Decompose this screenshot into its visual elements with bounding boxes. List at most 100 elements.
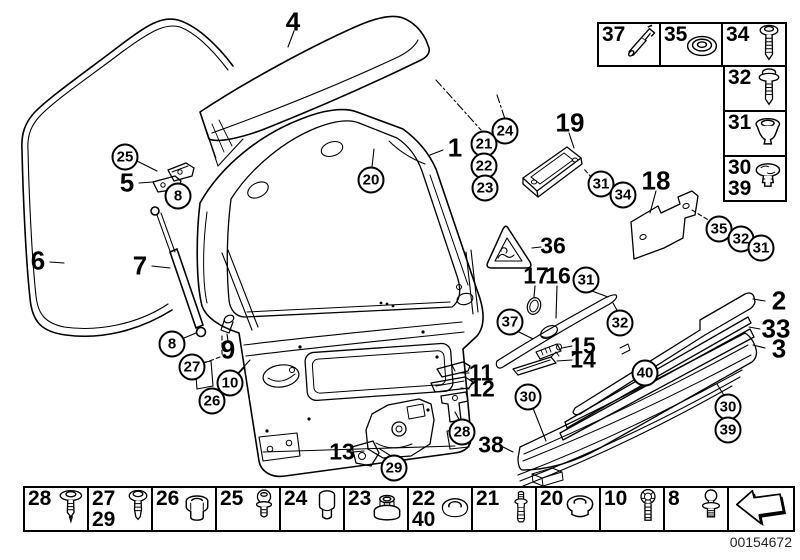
- grid-cell-35[interactable]: 35: [659, 22, 723, 67]
- strip-cell-number: 28: [28, 487, 52, 510]
- strip-cell-22-40[interactable]: 22 40: [407, 486, 473, 532]
- callout-bold-5[interactable]: 5: [119, 167, 135, 198]
- callout-circled-30a[interactable]: 30: [514, 383, 542, 411]
- callout-circled-25[interactable]: 25: [111, 143, 139, 171]
- grid-cell-34[interactable]: 34: [721, 22, 787, 67]
- strip-cell-number: 22: [412, 487, 436, 510]
- part-spoiler-drawing: [199, 15, 430, 167]
- cap-nut-icon: [180, 489, 214, 529]
- callout-circled-34[interactable]: 34: [609, 181, 637, 209]
- callout-bold-9[interactable]: 9: [220, 334, 236, 365]
- callout-bold-6[interactable]: 6: [30, 245, 46, 276]
- callout-bold-16[interactable]: 16: [545, 262, 571, 289]
- strip-cell-24[interactable]: 24: [279, 486, 345, 532]
- grid-cell-number: 32: [728, 66, 752, 89]
- callout-bold-19[interactable]: 19: [555, 107, 585, 138]
- strip-cell-10[interactable]: 10: [599, 486, 665, 532]
- stud-icon: [508, 487, 534, 529]
- callout-bold-12[interactable]: 12: [469, 375, 495, 402]
- callout-bold-1[interactable]: 1: [447, 132, 463, 163]
- callout-bold-11[interactable]: 11: [468, 359, 494, 386]
- callout-circled-39[interactable]: 39: [714, 416, 742, 444]
- grid-cell-number: 31: [728, 111, 752, 134]
- callout-circled-8a[interactable]: 8: [164, 182, 192, 210]
- fastener-grid-right-column: 32 31 30 39: [723, 65, 787, 202]
- strip-cell-8[interactable]: 8: [663, 486, 729, 532]
- callout-circled-30b[interactable]: 30: [714, 393, 742, 421]
- callout-circled-27[interactable]: 27: [178, 353, 206, 381]
- strip-cell-27-29[interactable]: 27 29: [87, 486, 153, 532]
- part-license-bracket-drawing: [522, 146, 583, 198]
- image-id-label: 00154672: [729, 534, 792, 550]
- push-clip-icon: [750, 159, 784, 199]
- callout-bold-38[interactable]: 38: [478, 431, 504, 458]
- grid-cell-number: 39: [728, 177, 752, 200]
- part-bracket-drawing: [630, 190, 699, 260]
- part-handle-strip-drawing: [495, 294, 618, 376]
- callout-circled-23[interactable]: 23: [471, 174, 499, 202]
- ball-stud-icon: [696, 487, 726, 529]
- callout-bold-7[interactable]: 7: [132, 250, 148, 281]
- strip-cell-number: 20: [540, 487, 564, 510]
- strip-cell-number: 21: [476, 487, 500, 510]
- grid-cell-32[interactable]: 32: [723, 65, 787, 112]
- part-weatherstrip-drawing: [21, 18, 234, 338]
- strip-cell-number: 26: [156, 487, 180, 510]
- grid-cell-number: 30: [728, 156, 752, 179]
- push-plug-icon: [748, 114, 784, 154]
- callout-circled-28[interactable]: 28: [448, 418, 476, 446]
- strip-cell-28[interactable]: 28: [23, 486, 89, 532]
- strip-cell-number: 10: [604, 487, 628, 510]
- strip-cell-number: 29: [92, 508, 116, 531]
- washer-head-screw-icon: [54, 487, 86, 529]
- screw-with-washer-icon: [754, 66, 784, 109]
- callout-circled-31b[interactable]: 31: [747, 234, 775, 262]
- collar-nut-icon: [634, 487, 662, 529]
- callout-bold-18[interactable]: 18: [641, 165, 671, 196]
- dome-grommet-icon: [684, 28, 720, 64]
- grid-cell-30-39[interactable]: 30 39: [723, 155, 787, 202]
- part-gas-strut-drawing: [150, 206, 235, 338]
- grid-cell-number: 34: [726, 23, 750, 46]
- strip-cell-26[interactable]: 26: [151, 486, 217, 532]
- part-tailgate-drawing: [194, 108, 484, 478]
- callout-bold-13[interactable]: 13: [329, 438, 355, 465]
- hinge-pin-icon: [624, 24, 658, 64]
- callout-bold-14[interactable]: 14: [570, 346, 596, 373]
- callout-circled-29[interactable]: 29: [380, 454, 408, 482]
- callout-circled-20[interactable]: 20: [357, 166, 385, 194]
- grid-cell-number: 35: [664, 23, 688, 46]
- callout-circled-32b[interactable]: 32: [606, 309, 634, 337]
- strip-cell-25[interactable]: 25: [215, 486, 281, 532]
- callout-bold-4[interactable]: 4: [285, 6, 301, 37]
- callout-circled-10[interactable]: 10: [216, 369, 244, 397]
- part-trim-strips-drawing: [517, 292, 758, 487]
- back-arrow-icon: [732, 489, 790, 527]
- callout-bold-33[interactable]: 33: [761, 313, 791, 344]
- grid-cell-number: 37: [602, 23, 626, 46]
- callout-bold-15[interactable]: 15: [570, 332, 596, 359]
- callout-bold-3[interactable]: 3: [771, 333, 787, 364]
- strip-cell-20[interactable]: 20: [535, 486, 601, 532]
- strip-cell-number: 40: [412, 508, 436, 531]
- strip-cell-number: 23: [348, 487, 372, 510]
- grid-cell-37[interactable]: 37: [597, 22, 661, 67]
- fastener-grid-top-row: 37 35 34: [597, 22, 787, 67]
- callout-circled-37[interactable]: 37: [496, 308, 524, 336]
- strip-cell-21[interactable]: 21: [471, 486, 537, 532]
- callout-circled-8b[interactable]: 8: [158, 330, 186, 358]
- part-warning-triangle-drawing: [486, 225, 532, 269]
- callout-bold-17[interactable]: 17: [523, 262, 549, 289]
- long-screw-icon: [754, 23, 784, 64]
- strip-cell-23[interactable]: 23: [343, 486, 409, 532]
- leader-lines: [49, 30, 766, 457]
- grid-cell-31[interactable]: 31: [723, 110, 787, 157]
- callout-circled-31c[interactable]: 31: [572, 266, 600, 294]
- callout-bold-36[interactable]: 36: [540, 232, 566, 259]
- callout-circled-26[interactable]: 26: [198, 387, 226, 415]
- callout-circled-40[interactable]: 40: [631, 359, 659, 387]
- strip-cell-number: 25: [220, 487, 244, 510]
- callout-bold-2[interactable]: 2: [771, 285, 787, 316]
- nav-arrow-box[interactable]: [727, 486, 795, 532]
